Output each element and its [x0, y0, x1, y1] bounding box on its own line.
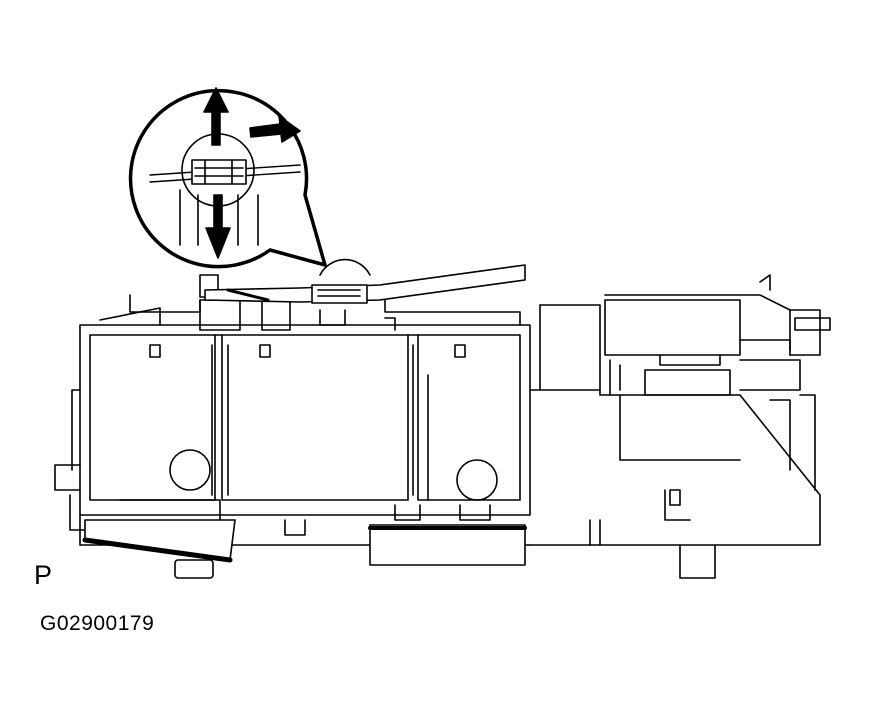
shift-cable: [204, 258, 526, 304]
detail-callout: [128, 88, 327, 269]
position-label: P: [34, 560, 53, 590]
housing-slot: [259, 344, 271, 358]
mounting-hole: [169, 449, 211, 491]
housing-slot: [454, 344, 466, 358]
right-section: [529, 274, 831, 579]
main-housing: [54, 274, 531, 531]
mounting-hole: [456, 459, 498, 501]
direction-arrows: [203, 87, 301, 259]
arrow-up-icon: [203, 87, 229, 146]
figure-id: G02900179: [40, 612, 155, 635]
housing-slot: [149, 344, 161, 358]
arrow-right-icon: [249, 115, 301, 143]
bottom-base: [79, 499, 531, 579]
arrow-down-icon: [205, 194, 231, 259]
